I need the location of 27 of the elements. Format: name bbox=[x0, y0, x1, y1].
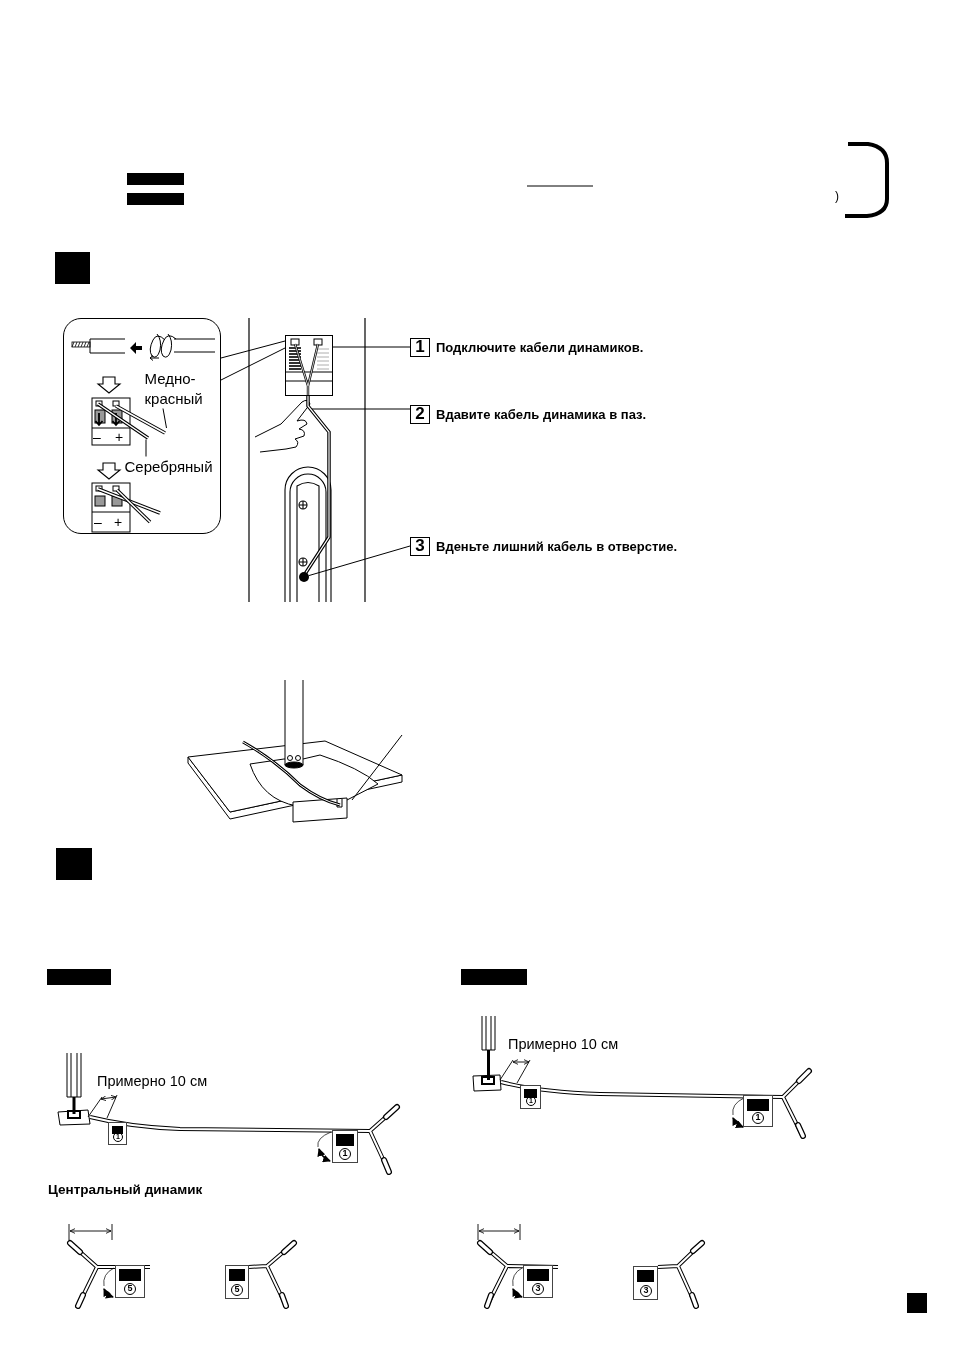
step-number-box: 3 bbox=[410, 537, 430, 556]
step-number-box: 1 bbox=[410, 338, 430, 357]
leader-line bbox=[145, 439, 147, 457]
step-instruction: Подключите кабели динамиков. bbox=[436, 339, 644, 356]
leader-line bbox=[311, 408, 411, 410]
plus-sign: + bbox=[115, 429, 124, 446]
inset-panel bbox=[63, 318, 221, 534]
wire-color-label: Медно-красный bbox=[144, 368, 219, 409]
zoom-line bbox=[220, 340, 286, 359]
dimension-label: Примерно 10 см bbox=[508, 1036, 619, 1053]
leader-line bbox=[308, 545, 411, 577]
leader-line bbox=[162, 408, 167, 429]
plus-sign: + bbox=[114, 514, 123, 531]
cable-hole bbox=[299, 572, 309, 582]
step-instruction: Вденьте лишний кабель в отверстие. bbox=[436, 538, 678, 555]
minus-sign: – bbox=[94, 514, 102, 531]
step-number-box: 2 bbox=[410, 405, 430, 424]
minus-sign: – bbox=[93, 429, 101, 446]
speaker-cable-drawing bbox=[302, 395, 332, 576]
section-heading: Центральный динамик bbox=[48, 1182, 203, 1198]
wire-color-label: Серебряный bbox=[124, 456, 213, 477]
leader-line bbox=[332, 346, 411, 348]
dimension-label: Примерно 10 см bbox=[97, 1073, 208, 1090]
speaker-terminal-plate bbox=[285, 335, 333, 396]
text-fragment: ) bbox=[835, 190, 839, 204]
zoom-line bbox=[220, 347, 286, 381]
step-instruction: Вдавите кабель динамика в паз. bbox=[436, 406, 647, 423]
